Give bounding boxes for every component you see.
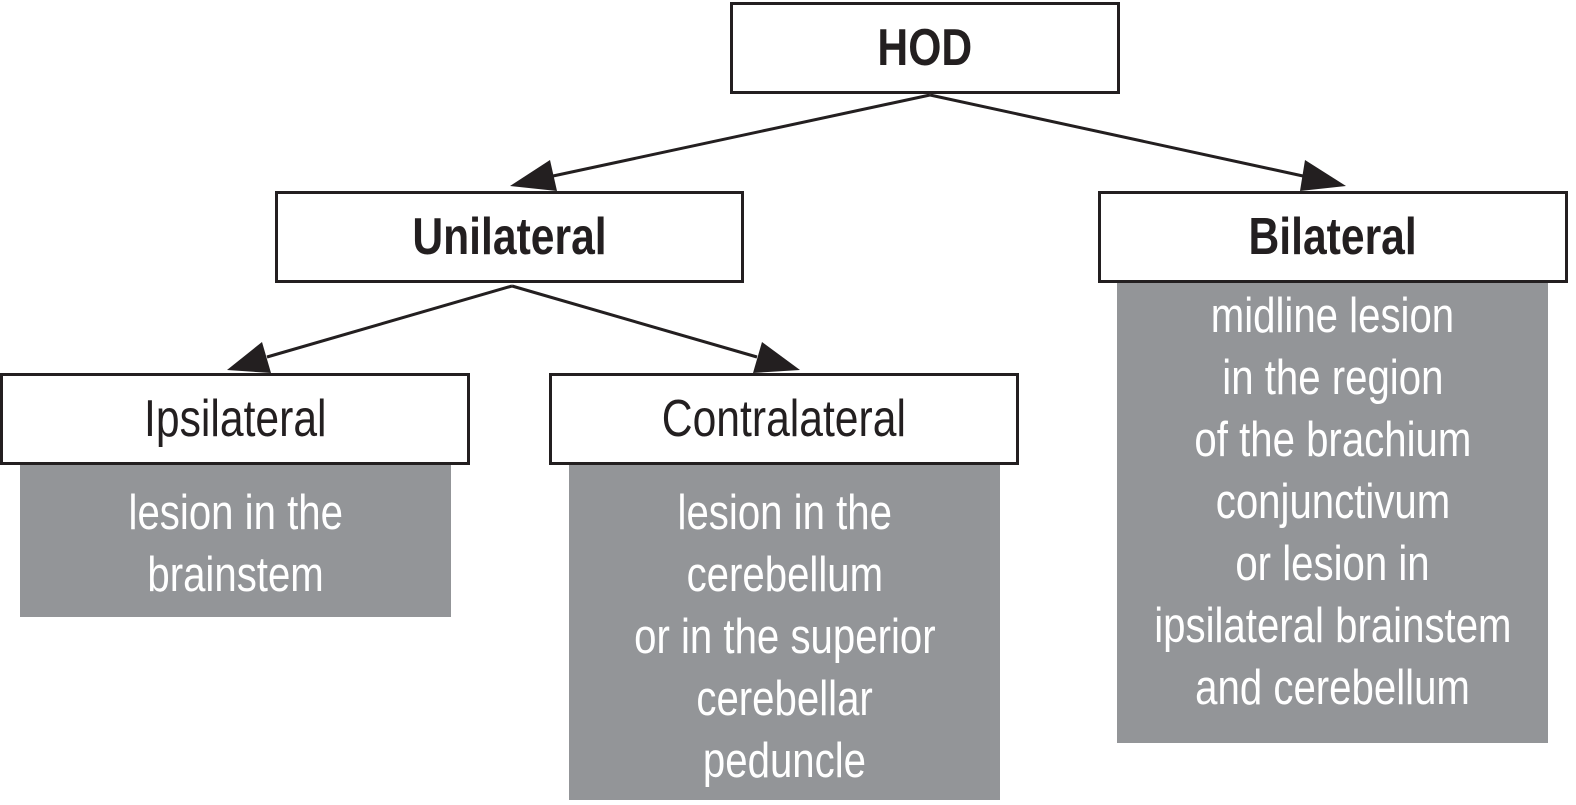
ipsilateral-node: Ipsilateral xyxy=(0,373,470,465)
bilateral-description-line: or lesion in xyxy=(1235,537,1430,591)
contralateral-node: Contralateral xyxy=(549,373,1019,465)
contralateral-description-line: lesion in the xyxy=(677,486,892,540)
bilateral-label: Bilateral xyxy=(1248,208,1418,266)
contralateral-description-box: lesion in the cerebellum or in the super… xyxy=(569,465,1000,800)
bilateral-description-line: in the region xyxy=(1221,351,1444,405)
bilateral-node: Bilateral xyxy=(1098,191,1568,283)
contralateral-description-line: cerebellum xyxy=(686,548,883,602)
contralateral-description-line: or in the superior xyxy=(633,610,936,664)
bilateral-description-line: ipsilateral brainstem xyxy=(1153,599,1512,653)
ipsilateral-label: Ipsilateral xyxy=(143,390,327,448)
arrow-hod-to-unilateral xyxy=(510,93,931,191)
arrow-unilateral-to-ipsilateral xyxy=(227,284,513,373)
arrow-hod-to-bilateral xyxy=(929,93,1346,191)
ipsilateral-description-box: lesion in the brainstem xyxy=(20,465,451,617)
bilateral-description-line: midline lesion xyxy=(1210,289,1455,343)
ipsilateral-description-line: lesion in the xyxy=(128,486,343,540)
contralateral-description-line: cerebellar xyxy=(696,672,873,726)
arrow-unilateral-to-contralateral xyxy=(511,284,800,373)
bilateral-description-box: midline lesion in the region of the brac… xyxy=(1117,283,1548,743)
hod-label: HOD xyxy=(877,19,973,77)
unilateral-label: Unilateral xyxy=(412,208,607,266)
bilateral-description-line: of the brachium xyxy=(1194,413,1471,467)
bilateral-description-line: and cerebellum xyxy=(1195,661,1470,715)
unilateral-node: Unilateral xyxy=(275,191,744,283)
contralateral-description-line: peduncle xyxy=(702,734,867,788)
contralateral-label: Contralateral xyxy=(661,390,907,448)
bilateral-description-line: conjunctivum xyxy=(1215,475,1450,529)
hod-node: HOD xyxy=(730,2,1120,94)
ipsilateral-description-line: brainstem xyxy=(147,548,324,602)
